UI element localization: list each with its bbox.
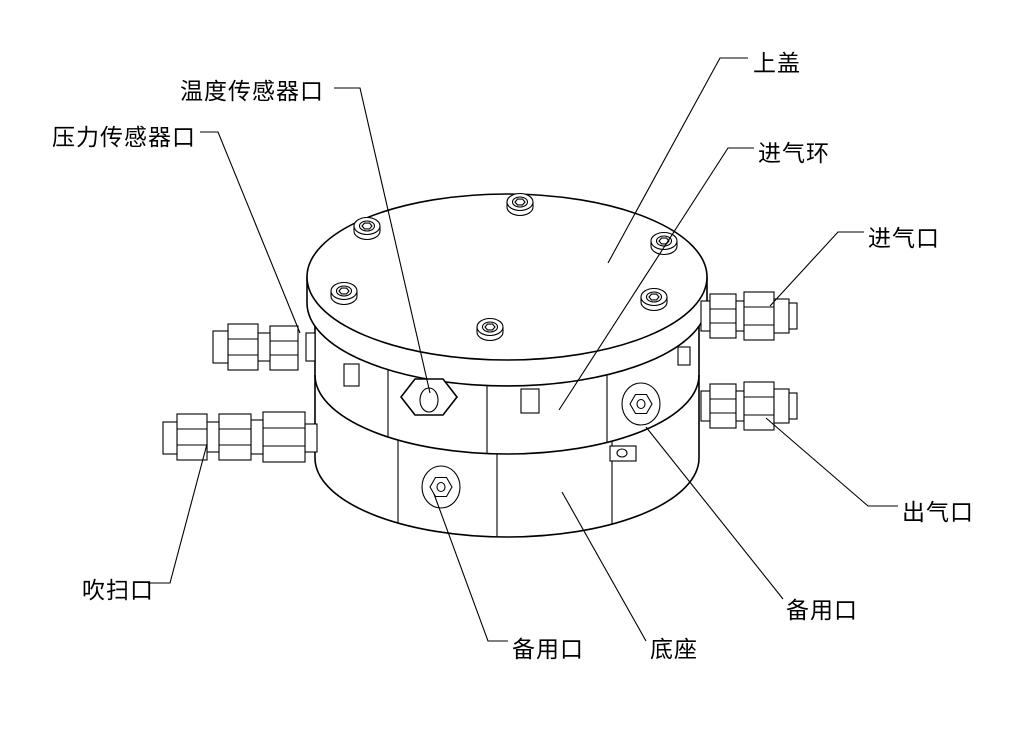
leader-intake-ring	[558, 147, 754, 411]
device-body	[314, 326, 700, 538]
leader-base	[561, 491, 647, 642]
label-spare-port-right: 备用口	[786, 598, 858, 623]
label-intake-ring: 进气环	[758, 141, 830, 166]
slot-window	[520, 388, 540, 414]
top-cover-drawing	[306, 192, 708, 387]
pressure-sensor-fitting	[212, 323, 316, 371]
lid-screw	[640, 287, 668, 312]
leader-inlet-port	[769, 231, 864, 307]
leader-spare-port-right	[645, 426, 784, 600]
label-inlet-port: 进气口	[868, 226, 940, 251]
slot-window	[343, 363, 360, 387]
leader-outlet-port	[765, 417, 898, 507]
leader-purge-port	[148, 443, 208, 584]
leader-pressure-sensor-port	[200, 131, 301, 334]
inlet-fitting	[700, 291, 798, 341]
lid-screw	[353, 216, 381, 241]
slot-with-hole	[609, 445, 637, 462]
outlet-fitting	[700, 381, 798, 431]
label-top-cover: 上盖	[753, 51, 801, 76]
lid-screw	[506, 192, 534, 217]
spare-port-bolt-right	[621, 382, 661, 426]
slot-window	[677, 346, 691, 366]
label-outlet-port: 出气口	[902, 500, 974, 525]
purge-fitting	[162, 411, 318, 463]
temperature-sensor-plug	[399, 378, 459, 416]
lid-screw	[330, 281, 358, 306]
leader-lines	[148, 57, 898, 642]
leader-temperature-sensor-port	[334, 87, 431, 394]
label-purge-port: 吹扫口	[82, 578, 154, 603]
lid-screw	[476, 317, 504, 342]
ring-base-division	[314, 374, 700, 455]
label-pressure-sensor-port: 压力传感器口	[52, 125, 196, 150]
leader-spare-port-bottom	[433, 493, 508, 642]
label-temperature-sensor-port: 温度传感器口	[180, 79, 324, 104]
lid-screw	[650, 231, 678, 256]
label-base: 底座	[650, 637, 698, 662]
leader-top-cover	[607, 57, 748, 264]
label-spare-port-bottom: 备用口	[512, 637, 584, 662]
spare-port-bolt-bottom	[421, 465, 461, 509]
